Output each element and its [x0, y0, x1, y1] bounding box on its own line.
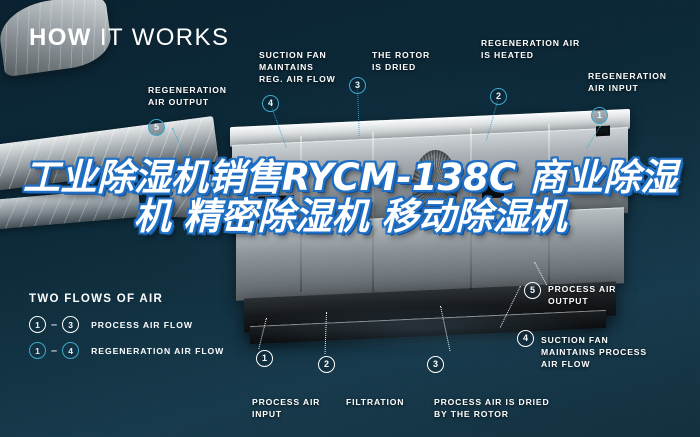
legend-dash-1: –: [51, 318, 58, 331]
callout-label-rotor-is-dried: THE ROTOR IS DRIED: [372, 50, 431, 73]
callout-badge-rotor-is-dried[interactable]: 3: [349, 77, 366, 94]
callout-badge-filtration[interactable]: 2: [318, 356, 335, 373]
page-title-bold: HOW: [29, 24, 92, 51]
legend-row-process-air-flow: 1 – 3 PROCESS AIR FLOW: [29, 316, 224, 333]
legend-label-process-air-flow: PROCESS AIR FLOW: [91, 319, 193, 330]
callout-badge-process-air-output[interactable]: 5: [524, 282, 541, 299]
callout-label-regeneration-air-heated: REGENERATION AIR IS HEATED: [481, 38, 581, 61]
legend-badge-to-4: 4: [62, 342, 80, 359]
product-title-overlay: 工业除湿机销售RYCM-138C 商业除湿机 精密除湿机 移动除湿机: [22, 156, 678, 238]
callout-badge-suction-fan-process[interactable]: 4: [517, 330, 534, 347]
callout-label-suction-fan-reg: SUCTION FAN MAINTAINS REG. AIR FLOW: [259, 50, 336, 85]
callout-label-process-air-input: PROCESS AIR INPUT: [252, 397, 321, 420]
callout-badge-suction-fan-reg[interactable]: 4: [262, 95, 279, 112]
page-title: HOW IT WORKS: [29, 24, 229, 52]
callout-label-regeneration-air-output: REGENERATION AIR OUTPUT: [148, 85, 227, 108]
callout-label-process-dried-rotor: PROCESS AIR IS DRIED BY THE ROTOR: [434, 397, 550, 420]
callout-badge-regeneration-air-heated[interactable]: 2: [490, 88, 507, 105]
callout-badge-regeneration-air-input[interactable]: 1: [591, 107, 608, 124]
callout-label-process-air-output: PROCESS AIR OUTPUT: [548, 284, 617, 307]
legend: TWO FLOWS OF AIR 1 – 3 PROCESS AIR FLOW …: [29, 293, 224, 368]
callout-label-regeneration-air-input: REGENERATION AIR INPUT: [588, 71, 667, 94]
callout-badge-process-dried-rotor[interactable]: 3: [427, 356, 444, 373]
callout-badge-regeneration-air-output[interactable]: 5: [148, 119, 165, 136]
callout-label-filtration: FILTRATION: [346, 397, 405, 407]
legend-label-regeneration-air-flow: REGENERATION AIR FLOW: [91, 345, 225, 356]
legend-row-regeneration-air-flow: 1 – 4 REGENERATION AIR FLOW: [29, 342, 224, 359]
legend-badge-from-1: 1: [29, 316, 46, 333]
legend-badge-from-1-blue: 1: [29, 342, 46, 359]
legend-title: TWO FLOWS OF AIR: [29, 293, 164, 305]
legend-dash-2: –: [51, 344, 58, 357]
page-title-light: IT WORKS: [91, 24, 230, 51]
callout-badge-process-air-input[interactable]: 1: [256, 350, 273, 367]
legend-badge-to-3: 3: [62, 316, 80, 333]
callout-label-suction-fan-process: SUCTION FAN MAINTAINS PROCESS AIR FLOW: [541, 335, 647, 370]
